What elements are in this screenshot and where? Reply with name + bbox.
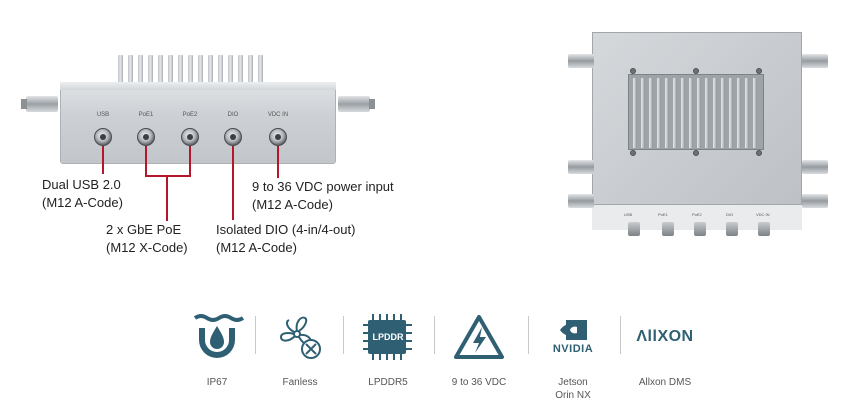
nvidia-logo-icon: NVIDIA [543,312,603,362]
port-label-poe2: PoE2 [182,112,198,118]
port-label-dio: DIO [227,112,239,118]
feature-label-lpddr5: LPDDR5 [368,377,408,388]
right-side-connector [338,96,375,112]
usb-port [94,128,112,146]
callout-dio: Isolated DIO (4-in/4-out) (M12 A-Code) [216,222,356,255]
port-label-poe1: PoE1 [138,112,154,118]
feature-label-fanless: Fanless [282,377,318,388]
high-voltage-icon [449,312,509,362]
feature-label-jetson: Jetson Orin NX [555,377,591,401]
fanless-fan-icon [270,312,330,362]
feature-jetson: NVIDIA Jetson Orin NX [528,306,618,406]
top-view-image: USB PoE1 PoE2 DIO VDC IN [566,30,828,240]
allxon-logo-icon: ΛllXON [636,328,694,345]
left-side-connector [21,96,58,112]
feature-label-allxon: Allxon DMS [638,377,692,388]
feature-lpddr5: LPDDR LPDDR5 [343,306,433,406]
heatsink-fins [116,55,266,85]
lpddr-chip-icon: LPDDR [358,312,418,362]
front-panel-image: USB PoE1 PoE2 DIO VDC IN [0,0,440,180]
heatsink-grille [628,74,764,150]
feature-ip67: IP67 [172,306,262,406]
vdc-in-port [269,128,287,146]
callout-usb: Dual USB 2.0 (M12 A-Code) [42,177,123,210]
dio-port [224,128,242,146]
feature-fanless: Fanless [255,306,345,406]
feature-label-power: 9 to 36 VDC [451,377,507,388]
feature-allxon: ΛllXON Allxon DMS [620,306,710,406]
feature-row: IP67 Fanless [172,306,712,406]
poe2-port [181,128,199,146]
port-label-usb: USB [96,112,110,118]
feature-power: 9 to 36 VDC [434,306,524,406]
poe1-port [137,128,155,146]
port-label-vdc-in: VDC IN [267,112,289,118]
callout-power: 9 to 36 VDC power input (M12 A-Code) [252,179,394,212]
ip67-water-drop-icon [187,312,247,362]
feature-label-ip67: IP67 [206,377,228,388]
callout-poe: 2 x GbE PoE (M12 X-Code) [106,222,188,255]
